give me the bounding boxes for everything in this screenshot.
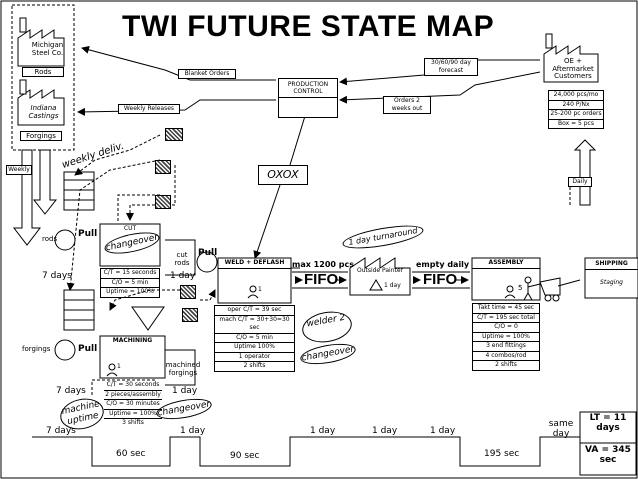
process-data-line: Uptime = 100%: [104, 410, 162, 419]
process-assembly-data: Takt time = 45 sec C/T = 195 sec total C…: [472, 303, 540, 371]
outside-painter-name: Outside Painter: [356, 267, 404, 274]
signal-kanban-icon: [155, 160, 171, 174]
process-machining-operators: 1: [117, 363, 121, 370]
process-data-line: Uptime = 100%: [106, 288, 154, 295]
daily-shipment-label: Daily: [568, 177, 592, 187]
process-data-line: Uptime 100%: [215, 343, 294, 353]
process-data-line: 3 end fittings: [473, 342, 539, 352]
customer-demand-line: 240 P/Nx: [549, 101, 603, 110]
process-assembly-operators: 5: [518, 284, 523, 292]
signal-kanban-icon: [155, 195, 171, 209]
weekly-shipment-label: Weekly: [6, 165, 32, 175]
customer-demand-box: 24,000 pcs/mo 240 P/Nx 25-200 pc orders …: [548, 90, 604, 129]
value-added-total: VA = 345 sec: [585, 445, 631, 465]
blanket-orders-label: Blanket Orders: [178, 69, 236, 79]
customer-demand-line: 24,000 pcs/mo: [549, 91, 603, 101]
process-data-line: C/O = 5 min: [101, 279, 159, 288]
supplier-michigan-part: Rods: [22, 67, 64, 77]
supplier-michigan-name: Michigan Steel Co.: [31, 41, 64, 57]
process-data-line: 4 combos/rod: [473, 352, 539, 361]
pull-label-weld: Pull: [198, 248, 218, 258]
inventory-label-cut-rods: cut rods: [174, 251, 190, 267]
process-data-line: Takt time = 45 sec: [473, 304, 539, 314]
fifo-lane-weld-label: FIFO: [304, 271, 339, 288]
process-data-line: 2 shifts: [243, 362, 266, 369]
inventory-days-forgings: 7 days: [56, 386, 86, 396]
customer-name: OE + Aftermarket Customers: [552, 57, 594, 81]
signal-kanban-icon: [180, 285, 196, 299]
inventory-days-cut-rods: 1 day: [170, 271, 196, 281]
process-data-line: C/T = 15 seconds: [101, 269, 159, 279]
signal-kanban-icon: [182, 308, 198, 322]
forecast-label: 30/60/90 day forecast: [424, 58, 478, 76]
supplier-indiana-name: Indiana Castings: [28, 104, 59, 120]
process-data-line: C/O = 30 minutes: [104, 400, 162, 410]
customer-demand-line: 25-200 pc orders: [549, 110, 603, 120]
pull-label-forgings: Pull: [78, 344, 98, 354]
inventory-label-rods: rods: [42, 235, 58, 243]
production-control-box: PRODUCTION CONTROL: [278, 78, 338, 118]
process-cut-name: CUT: [123, 225, 137, 232]
process-weld-data: oper C/T = 39 sec mach C/T = 30+30=30 se…: [214, 305, 295, 372]
timeline-day: 1 day: [310, 426, 336, 436]
timeline-time: 60 sec: [116, 449, 146, 459]
fifo-empty-daily-label: empty daily: [416, 260, 470, 269]
process-data-line: C/O = 0: [473, 323, 539, 333]
process-assembly-name: ASSEMBLY: [472, 259, 540, 269]
process-data-line: C/T = 30 seconds: [104, 381, 162, 391]
timeline-day: 1 day: [372, 426, 398, 436]
fifo-lane-paint-label: FIFO: [423, 271, 458, 288]
lead-time-total: LT = 11 days: [589, 413, 627, 433]
pull-label-rods: Pull: [78, 229, 98, 239]
process-data-line: oper C/T = 39 sec: [215, 306, 294, 316]
oxox-box: OXOX: [258, 165, 308, 185]
process-machining-name: MACHINING: [112, 337, 153, 344]
supplier-indiana-part: Forgings: [20, 131, 62, 141]
orders-label: Orders 2 weeks out: [383, 96, 431, 114]
process-data-line: 2 shifts: [495, 361, 517, 368]
inventory-label-forgings: forgings: [22, 345, 51, 353]
process-machining-data: C/T = 30 seconds 2 pieces/assembly C/O =…: [104, 381, 162, 428]
timeline-day: 1 day: [430, 426, 456, 436]
signal-kanban-icon: [165, 128, 183, 141]
timeline-day: same day: [548, 419, 574, 439]
inventory-days-machined: 1 day: [172, 386, 198, 396]
process-data-line: mach C/T = 30+30=30 sec: [215, 316, 294, 334]
fifo-max-label: max 1200 pcs: [292, 260, 354, 269]
process-data-line: 1 operator: [215, 353, 294, 362]
outside-painter-time: 1 day: [384, 282, 401, 289]
process-data-line: Uptime = 100%: [473, 333, 539, 342]
customer-demand-line: Box = 5 pcs: [558, 119, 594, 127]
inventory-label-machined-forgings: machined forgings: [165, 361, 201, 377]
timeline-day: 1 day: [180, 426, 206, 436]
process-data-line: 2 pieces/assembly: [104, 391, 162, 400]
process-data-line: C/T = 195 sec total: [473, 314, 539, 323]
process-shipping-name: SHIPPING: [585, 260, 638, 270]
process-weld-operators: 1: [258, 286, 262, 293]
process-weld-name: WELD + DEFLASH: [218, 259, 291, 269]
production-control-label: PRODUCTION CONTROL: [279, 79, 337, 98]
inventory-days-rods: 7 days: [42, 271, 72, 281]
weekly-releases-label: Weekly Releases: [118, 104, 180, 114]
timeline-time: 195 sec: [484, 449, 520, 459]
process-shipping-sub: Staging: [600, 279, 623, 286]
timeline-time: 90 sec: [230, 451, 260, 461]
timeline-day: 7 days: [46, 426, 76, 436]
process-data-line: C/O = 5 min: [215, 334, 294, 343]
page-title: TWI FUTURE STATE MAP: [122, 10, 495, 43]
process-data-line: 3 shifts: [122, 419, 144, 426]
process-cut-data: C/T = 15 seconds C/O = 5 min Uptime = 10…: [100, 268, 160, 298]
